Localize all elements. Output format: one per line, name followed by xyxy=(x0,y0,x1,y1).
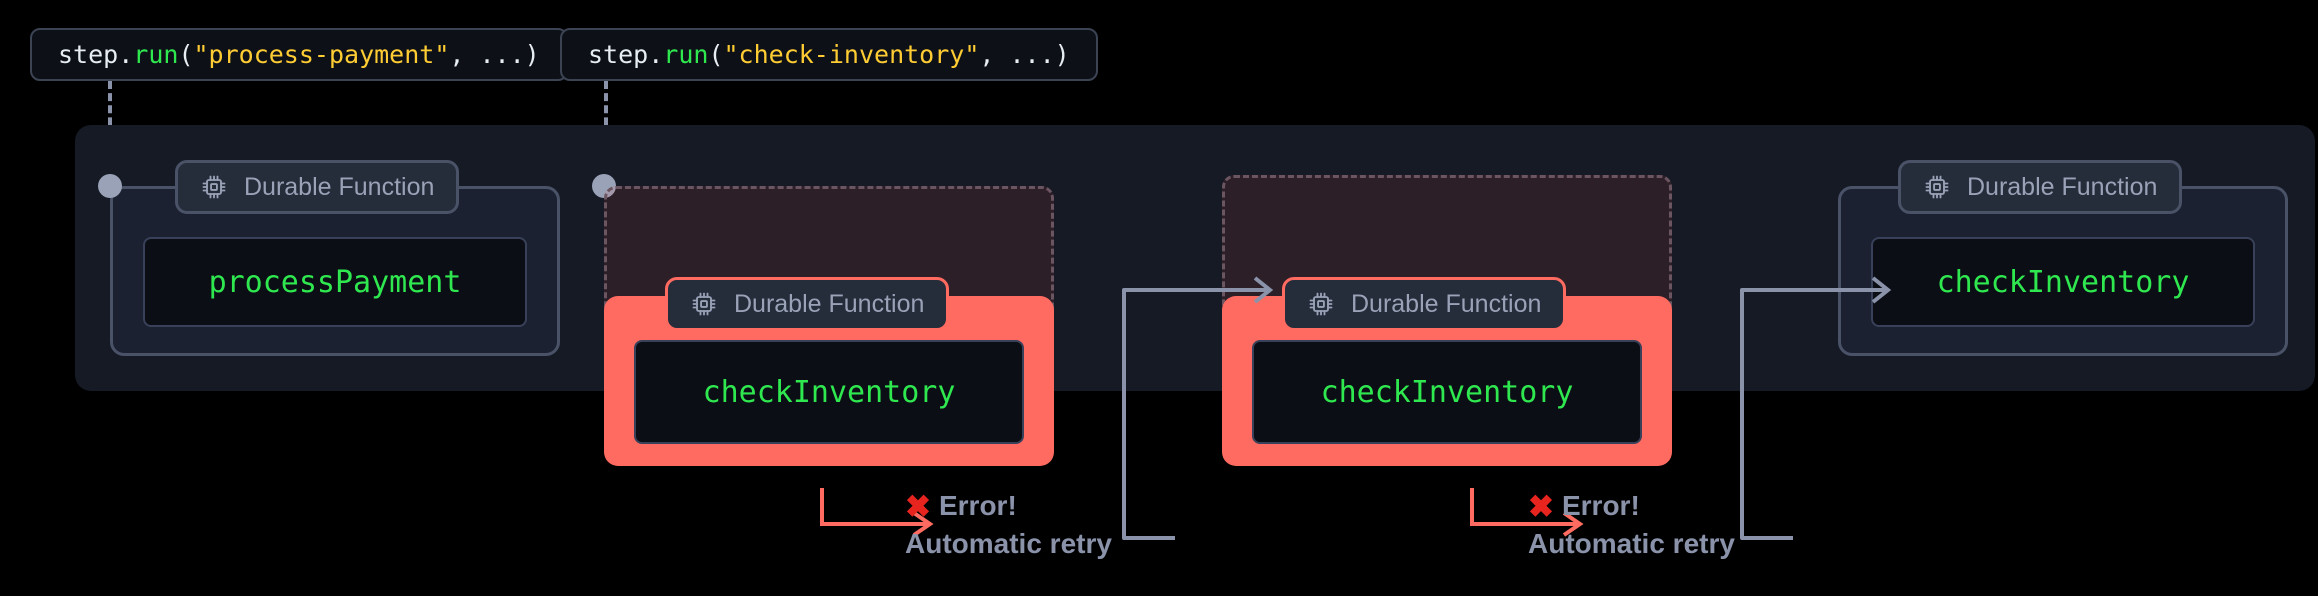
step-check-inventory-success[interactable]: checkInventory xyxy=(1838,186,2288,356)
error-caption-1: ✖ Error! Automatic retry xyxy=(905,490,1112,560)
callout-2-dot: . xyxy=(648,40,664,69)
step-check-inventory-attempt-2-badge-label: Durable Function xyxy=(1351,289,1542,318)
step-process-payment-badge-label: Durable Function xyxy=(244,172,435,201)
callout-1-dot: . xyxy=(118,40,134,69)
step-check-inventory-attempt-1-code: checkInventory xyxy=(634,340,1024,444)
step-process-payment[interactable]: processPayment xyxy=(110,186,560,356)
step-check-inventory-attempt-1-badge[interactable]: Durable Function xyxy=(665,277,950,331)
retry-elbow-arrow-1 xyxy=(820,488,934,537)
retry-elbow-arrow-2 xyxy=(1470,488,1584,537)
step-check-inventory-attempt-1[interactable]: checkInventory xyxy=(604,296,1054,466)
callout-1-object: step xyxy=(58,40,119,69)
chip-icon xyxy=(1307,290,1335,318)
callout-2-rest: , ...) xyxy=(979,40,1070,69)
chip-icon xyxy=(1923,173,1951,201)
retry-return-connector-2 xyxy=(1740,276,1892,540)
callout-check-inventory: step.run("check-inventory", ...) xyxy=(560,28,1098,81)
step-process-payment-code: processPayment xyxy=(143,237,527,327)
retry-caption-2-label: Automatic retry xyxy=(1528,528,1735,559)
error-caption-2-label: Error! xyxy=(1561,490,1640,521)
callout-process-payment: step.run("process-payment", ...) xyxy=(30,28,568,81)
step-check-inventory-attempt-2-badge[interactable]: Durable Function xyxy=(1282,277,1567,331)
step-process-payment-anchor-dot xyxy=(98,174,122,198)
retry-return-connector-1 xyxy=(1122,276,1274,540)
step-check-inventory-attempt-1-badge-label: Durable Function xyxy=(734,289,925,318)
callout-2-object: step xyxy=(588,40,649,69)
callout-1-argument: "process-payment" xyxy=(193,40,450,69)
callout-2-method: run xyxy=(663,40,709,69)
step-check-inventory-success-code: checkInventory xyxy=(1871,237,2255,327)
step-check-inventory-attempt-2-code: checkInventory xyxy=(1252,340,1642,444)
callout-1-rest: , ...) xyxy=(449,40,540,69)
step-check-inventory-success-badge-label: Durable Function xyxy=(1967,172,2158,201)
step-process-payment-badge[interactable]: Durable Function xyxy=(175,160,460,214)
callout-1-method: run xyxy=(133,40,179,69)
error-caption-1-label: Error! xyxy=(938,490,1017,521)
step-check-inventory-success-badge[interactable]: Durable Function xyxy=(1898,160,2183,214)
callout-1-open-paren: ( xyxy=(178,40,194,69)
error-caption-1-line: ✖ Error! xyxy=(905,490,1112,522)
retry-caption-1-label: Automatic retry xyxy=(905,528,1112,559)
error-x-icon: ✖ xyxy=(1528,488,1554,524)
callout-2-open-paren: ( xyxy=(708,40,724,69)
chip-icon xyxy=(690,290,718,318)
error-caption-2-line: ✖ Error! xyxy=(1528,490,1735,522)
error-caption-2: ✖ Error! Automatic retry xyxy=(1528,490,1735,560)
chip-icon xyxy=(200,173,228,201)
callout-2-argument: "check-inventory" xyxy=(723,40,980,69)
error-x-icon: ✖ xyxy=(905,488,931,524)
